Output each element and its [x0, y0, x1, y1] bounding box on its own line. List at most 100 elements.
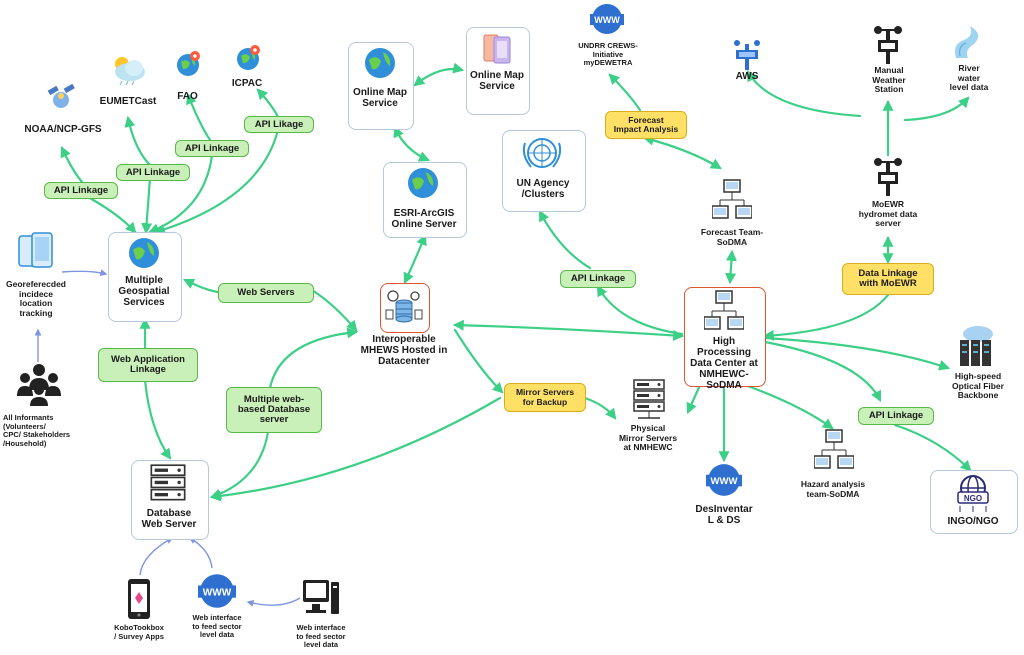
conn-river-moewr: [903, 96, 970, 122]
mirror-pill-line: for Backup: [522, 396, 568, 407]
desinventar-label-line: DesInventar: [695, 504, 753, 515]
web-interface-1-label-line: to feed sector: [192, 621, 242, 631]
tablets-icon: [18, 232, 53, 268]
conn-multidb-mhews: [268, 327, 359, 390]
desinventar-label-line: L & DS: [707, 515, 741, 526]
conn-un-api: [538, 210, 592, 270]
mirror-pill-line: Mirror Servers: [515, 387, 575, 397]
hpdc-label: High Processing Data Center at NMHEWC- S…: [686, 336, 762, 391]
web-interface-2-label: Web interface to feed sector level data: [284, 623, 358, 650]
conn-webservers-mhews: [310, 288, 358, 332]
db-server-label: Database Web Server: [133, 508, 205, 530]
server-rack-icon: [150, 464, 186, 501]
web-app-pill-line: Web Application: [111, 354, 185, 365]
svg-text:WWW: WWW: [203, 587, 232, 598]
conn-db-mirror: [209, 396, 502, 502]
fiber-label-line: Optical Fiber: [952, 380, 1004, 391]
informants-label-line: All Informants: [3, 413, 54, 422]
conn-hpdc-apiingo: [763, 340, 882, 402]
api-linkage-noaa: API Linkage: [44, 182, 118, 199]
multi-db-pill-line: Multiple web-: [243, 394, 305, 405]
conn-hpdc-hazard: [743, 383, 834, 430]
conn-apiingo-ingo: [893, 423, 972, 472]
conn-api-hpdc: [596, 285, 684, 336]
forecast-impact-pill-line: Impact Analysis: [613, 124, 679, 134]
web-interface-1-label-line: level data: [199, 630, 235, 639]
database-server-icon: [385, 290, 423, 323]
ingo-label: INGO/NGO: [947, 516, 999, 527]
georef-label-line: Georeferecded: [6, 279, 66, 289]
conn-mhews-hpdc: [452, 319, 685, 341]
weather-station-icon: [874, 158, 902, 196]
network-computers-icon: [814, 429, 854, 469]
weather-station-icon: [874, 26, 902, 64]
georef-label: Georeferecded incidece location tracking: [0, 279, 72, 318]
conn-api-geo-1: [86, 195, 137, 234]
data-linkage-moewr-pill: Data Linkage with MoEWR: [842, 263, 934, 295]
cloud-icon: [115, 57, 145, 86]
conn-forecast-hpdc: [725, 249, 737, 285]
db-server-label-line: Web Server: [141, 519, 197, 530]
mhews-label-line: Datacenter: [378, 356, 430, 367]
georef-label-line: location: [19, 298, 53, 308]
conn-eumet-api: [124, 115, 152, 167]
conn-impact-forecast: [642, 134, 722, 170]
informants-label: All Informants (Volunteers/ CPC/ Stakeho…: [3, 413, 83, 448]
forecast-team-label-line: SoDMA: [716, 236, 748, 247]
smartphone-icon: [128, 579, 150, 619]
hazard-label-line: team-SoDMA: [806, 488, 860, 499]
river-label-line: level data: [949, 82, 989, 92]
satellite-icon: [47, 83, 75, 108]
aws-label: AWS: [735, 71, 759, 82]
river-label: River water level data: [942, 63, 996, 93]
kobo-label-line: / Survey Apps: [114, 631, 164, 641]
fiber-label: High-speed Optical Fiber Backbone: [940, 371, 1016, 401]
conn-esri-mhews: [403, 233, 427, 285]
river-label-line: River: [958, 63, 980, 73]
manual-ws-label-line: Station: [874, 84, 904, 94]
kobo-label-line: KoboTookbox: [114, 623, 164, 632]
conn-mhews-mirror: [453, 328, 504, 394]
people-group-icon: [17, 364, 61, 406]
georef-label-line: incidece: [18, 288, 54, 299]
mobile-devices-icon: [483, 34, 511, 64]
un-agency-card: [502, 130, 586, 212]
globe-pin-icon: [237, 45, 260, 70]
forecast-team-label: Forecast Team- SoDMA: [690, 227, 774, 247]
conn-aws-moewr: [746, 70, 862, 118]
api-linkage-fao: API Linkage: [175, 140, 249, 157]
mhews-label: Interoperable MHEWS Hosted in Datacenter: [346, 334, 462, 367]
conn-webif2-webif1: [246, 597, 301, 607]
manual-ws-label-line: Weather: [872, 74, 906, 85]
un-emblem-icon: [522, 138, 562, 168]
kobo-label: KoboTookbox / Survey Apps: [104, 623, 174, 641]
svg-text:WWW: WWW: [711, 476, 738, 487]
globe-pin-icon: [177, 51, 200, 76]
multiple-db-server-pill: Multiple web- based Database server: [226, 387, 322, 433]
phys-mirror-label-line: Physical: [630, 423, 666, 433]
hazard-label-line: Hazard analysis: [800, 479, 866, 489]
undrr-label: UNDRR CREWS- Initiative myDEWETRA: [568, 41, 648, 68]
desktop-computer-icon: [303, 580, 339, 614]
manual-ws-label-line: Manual: [874, 65, 904, 75]
multi-db-pill-line: server: [259, 414, 289, 425]
eumetcast-label: EUMETCast: [99, 96, 157, 107]
conn-webif1-db: [188, 537, 213, 569]
web-servers-pill: Web Servers: [218, 283, 314, 303]
fao-label: FAO: [177, 91, 198, 102]
river-label-line: water: [957, 72, 981, 83]
online-map-service-1-label: Online Map Service: [353, 87, 407, 109]
aws-sensor-icon: [734, 40, 760, 70]
multi-geo-label-line: Services: [123, 297, 165, 308]
api-linkage-un: API Linkage: [560, 270, 636, 288]
hpdc-label-line: NMHEWC-: [699, 369, 749, 380]
hazard-label: Hazard analysis team-SoDMA: [790, 479, 876, 499]
api-linkage-icpac: API Likage: [244, 116, 314, 133]
mirror-servers-pill: Mirror Servers for Backup: [504, 383, 586, 412]
esri-label: ESRI-ArcGIS Online Server: [385, 208, 463, 230]
fiber-label-line: Backbone: [957, 390, 999, 400]
conn-onlinemap: [413, 62, 465, 87]
api-linkage-ingo: API Linkage: [858, 407, 934, 425]
multi-geo-label-line: Multiple: [125, 275, 163, 286]
undrr-label-line: Initiative: [592, 49, 624, 59]
